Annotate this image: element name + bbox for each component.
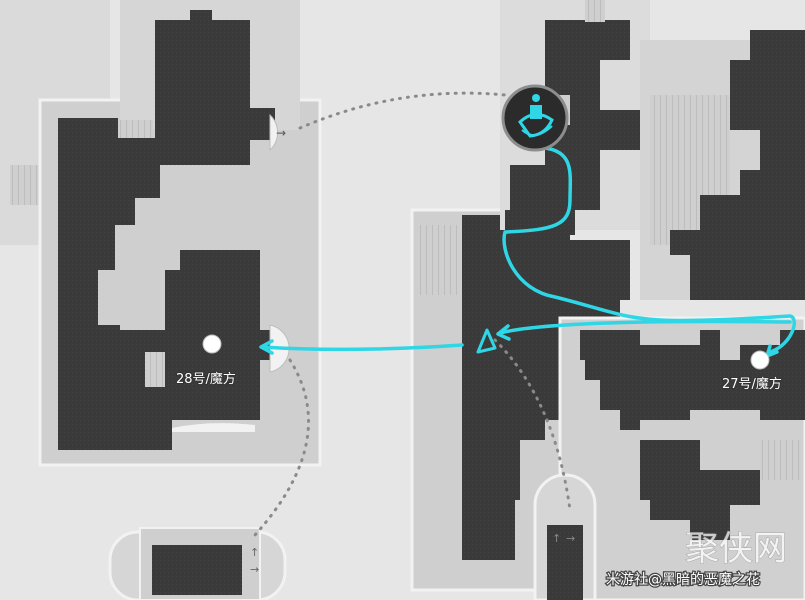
arrow-up-icon: ↑: [250, 546, 259, 559]
bottom-tower: ↑ →: [533, 473, 597, 600]
door-arrow-icon: →: [276, 126, 286, 140]
white-dot-icon[interactable]: [750, 350, 770, 370]
dotted-links: [253, 91, 572, 537]
poi-cube-27[interactable]: 27号/魔方: [721, 350, 783, 393]
poi-cube-28[interactable]: 28号/魔方: [175, 334, 237, 388]
watermark-credit: 米游社@黑暗的恶魔之花: [606, 572, 760, 588]
left-building: →: [0, 0, 322, 467]
arrow-up-icon: ↑: [552, 532, 561, 545]
white-dot-icon[interactable]: [202, 334, 222, 354]
poi-label-27: 27号/魔方: [722, 376, 782, 392]
watermark-logo: 聚侠网: [685, 529, 787, 569]
arrow-right-icon: →: [566, 532, 575, 545]
space-anchor-icon[interactable]: [501, 84, 569, 152]
route-path: [259, 108, 796, 358]
poi-label-28: 28号/魔方: [176, 371, 236, 387]
arrow-right-icon: →: [250, 563, 259, 576]
bottom-left-structure: ↑ →: [108, 527, 287, 600]
player-arrow-icon[interactable]: [476, 328, 497, 354]
